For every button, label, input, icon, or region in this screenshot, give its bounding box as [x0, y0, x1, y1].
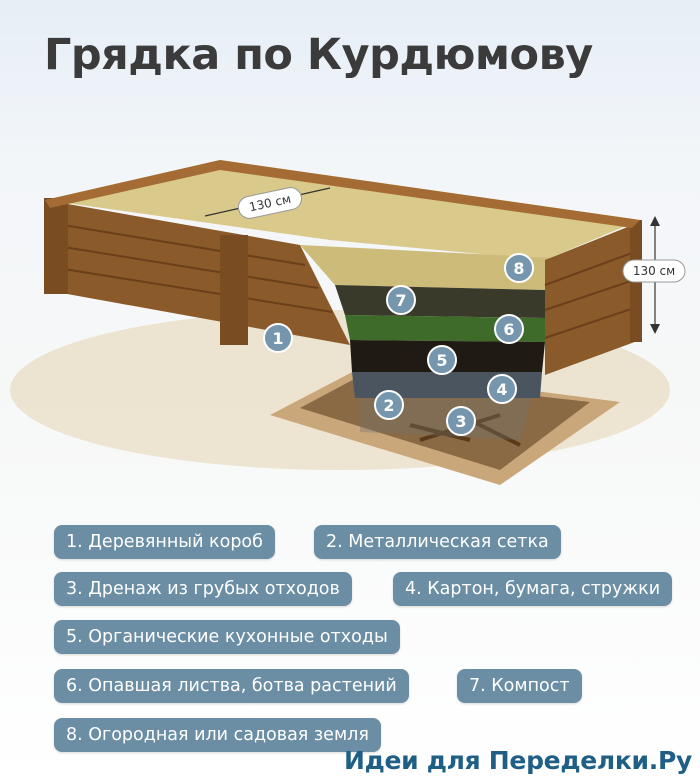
marker-5: 5: [427, 345, 457, 375]
legend-item-5: 5. Органические кухонные отходы: [54, 620, 400, 654]
legend-item-3: 3. Дренаж из грубых отходов: [54, 572, 352, 606]
marker-4-label: 4: [496, 380, 507, 399]
marker-7-label: 7: [395, 291, 406, 310]
marker-1: 1: [263, 323, 293, 353]
marker-7: 7: [386, 285, 416, 315]
layer-compost: [335, 285, 545, 318]
legend-item-6: 6. Опавшая листва, ботва растений: [54, 669, 409, 703]
marker-4: 4: [487, 374, 517, 404]
marker-8-label: 8: [513, 259, 524, 278]
layer-leaves: [345, 315, 545, 342]
marker-3: 3: [446, 406, 476, 436]
pit-shadow: [300, 376, 590, 470]
marker-3-label: 3: [455, 412, 466, 431]
page-title: Грядка по Курдюмову: [44, 30, 593, 80]
marker-1-label: 1: [272, 329, 283, 348]
wood-planks: [44, 221, 333, 313]
height-dimension: 130 см: [622, 216, 686, 334]
marker-2-label: 2: [383, 396, 394, 415]
marker-2: 2: [374, 390, 404, 420]
legend-item-4: 4. Картон, бумага, стружки: [393, 572, 673, 606]
legend-item-7: 7. Компост: [457, 669, 582, 703]
height-label: 130 см: [633, 264, 675, 278]
legend-item-1: 1. Деревянный короб: [54, 525, 275, 559]
legend-item-2: 2. Металлическая сетка: [314, 525, 561, 559]
marker-6: 6: [494, 314, 524, 344]
width-dimension: 130 см: [204, 187, 331, 219]
marker-8: 8: [504, 253, 534, 283]
marker-5-label: 5: [436, 351, 447, 370]
watermark: Идеи для Переделки.Ру: [343, 746, 692, 775]
legend-item-8: 8. Огородная или садовая земля: [54, 718, 381, 752]
middle-post: [220, 235, 248, 345]
wood-wall-right: [545, 222, 640, 375]
marker-6-label: 6: [503, 320, 514, 339]
raised-bed-illustration: 130 см 130 см 1 2 3 4 5 6 7 8: [10, 160, 686, 485]
wood-wall-front: [45, 200, 350, 345]
corner-post-left: [44, 198, 68, 294]
layer-soil: [300, 245, 555, 290]
soil-top: [45, 160, 640, 260]
